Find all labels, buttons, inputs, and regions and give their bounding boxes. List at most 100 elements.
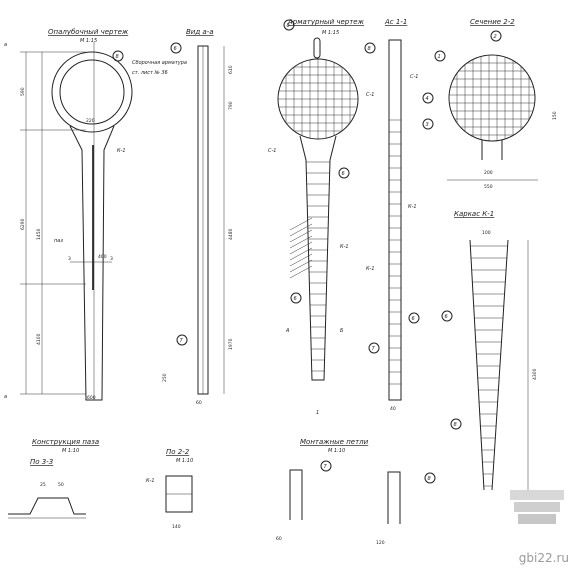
- head-ring-outer: [51, 51, 133, 133]
- node-dim-50: 50: [58, 482, 64, 488]
- hatch-line: [289, 259, 313, 273]
- view-aa: Вид а-а 6 7 610 790 4480 1970 250 60: [162, 28, 234, 406]
- dim-4100: 4100: [36, 333, 42, 345]
- section-11-profile: [388, 39, 402, 401]
- stem-ladder: [306, 161, 330, 372]
- section-22-circle: [448, 54, 536, 142]
- section-mark-3-right: 3: [110, 256, 113, 262]
- node-detail-title: Конструкция паза: [32, 438, 99, 446]
- view-22-frame-k1: К-1: [146, 478, 155, 484]
- callout-circle-s22-3: [422, 118, 434, 130]
- dim-6290: 6290: [20, 218, 26, 230]
- hatch-line: [289, 241, 313, 255]
- callout-circle-6-rc: [338, 167, 350, 179]
- node-detail-scale: М 1:10: [62, 448, 79, 454]
- dim-1450: 1450: [36, 228, 42, 240]
- section-1-1: Ас 1-1 С-1 С-1 К-1 К-1 8 6 7 40: [364, 18, 420, 412]
- frame-dim-100: 100: [482, 230, 491, 236]
- formwork-view: Опалубочный чертеж М 1:15 3 3 8 Сборочна…: [4, 28, 187, 401]
- callout-circle-8-rc: [283, 19, 295, 31]
- marker-a-top: а: [4, 42, 7, 48]
- callout-circle-frame-8: [450, 418, 462, 430]
- assembly-note-sub: ст. лист № 36: [132, 70, 168, 76]
- dim-790: 790: [228, 101, 234, 110]
- s22-callout-1: 1: [438, 54, 441, 60]
- s22-dim-150: 150: [552, 111, 558, 120]
- hatch-line: [289, 235, 313, 249]
- dim-590: 590: [20, 87, 26, 96]
- view-2-2: По 2-2 М 1:10 К-1 140: [146, 448, 193, 530]
- rc-frame-c1: С-1: [268, 148, 276, 154]
- cut-b: Б: [340, 328, 344, 334]
- hatch-line: [289, 265, 313, 279]
- dim-60: 60: [196, 400, 202, 406]
- callout-circle-loop-8: [424, 472, 436, 484]
- frame-k1-rungs: [470, 245, 508, 487]
- rc-callout-6b: 6: [294, 296, 297, 302]
- s22-dim-550: 550: [484, 184, 493, 190]
- callout-circle-8: [112, 50, 124, 62]
- s11-frame-k1b: К-1: [366, 266, 375, 272]
- loop-callout-8: 8: [428, 476, 431, 482]
- section-2-2: Сечение 2-2 2 1 4 3 550 200 150: [422, 18, 558, 190]
- section-22-title: Сечение 2-2: [470, 18, 515, 26]
- reinforcement-stem: [299, 135, 337, 381]
- watermark-text: gbi22.ru: [518, 551, 569, 565]
- callout-circle-s11-7: [368, 342, 380, 354]
- frame-k1-outline: [469, 239, 509, 491]
- formwork-title: Опалубочный чертеж: [48, 28, 129, 36]
- s11-dim-40: 40: [390, 406, 396, 412]
- frame-callout-6: 6: [445, 314, 448, 320]
- frame-label-k1: К-1: [117, 148, 126, 154]
- frame-dim-4300: 4300: [532, 368, 538, 380]
- s11-frame-c1: С-1: [410, 74, 418, 80]
- hatch-zone: [289, 217, 313, 279]
- mounting-loops-scale: М 1:10: [328, 448, 345, 454]
- callout-circle-s22-1: [434, 50, 446, 62]
- dim-220: 220: [86, 118, 95, 124]
- callout-circle-loop-7: [320, 460, 332, 472]
- watermark-logo: [510, 490, 564, 524]
- callout-circle-frame-6: [441, 310, 453, 322]
- paz-note: паз: [54, 238, 63, 244]
- s11-callout-8: 8: [368, 46, 371, 52]
- view-22-dim-140: 140: [172, 524, 181, 530]
- assembly-note: Сборочная арматура: [132, 60, 187, 66]
- rc-frame-k1: К-1: [340, 244, 349, 250]
- loop-dim-120: 120: [376, 540, 385, 546]
- hatch-line: [289, 253, 313, 267]
- hatch-line: [289, 223, 313, 237]
- loop-dim-60: 60: [276, 536, 282, 542]
- callout-circle-s11-8: [364, 42, 376, 54]
- callout-8: 8: [116, 54, 119, 60]
- marker-a-bottom: а: [4, 394, 7, 400]
- cut-a: А: [285, 328, 290, 334]
- s22-callout-2: 2: [494, 34, 497, 40]
- callout-circle-6: [170, 42, 182, 54]
- s22-callout-4: 4: [426, 96, 429, 102]
- formwork-scale: М 1:15: [80, 38, 97, 44]
- callout-circle-s11-6: [408, 312, 420, 324]
- node-dim-20: 25: [40, 482, 46, 488]
- head-ring-inner: [59, 59, 125, 125]
- dim-4480: 4480: [228, 228, 234, 240]
- loop-left: [289, 469, 303, 520]
- frame-k1-title: Каркас К-1: [454, 210, 494, 218]
- mounting-loops: Монтажные петли М 1:10 7 8 60 120: [276, 438, 436, 546]
- reinforcement-title: Арматурный чертеж: [287, 18, 365, 26]
- view-33-title: По 3-3: [30, 458, 53, 466]
- frame-callout-8: 8: [454, 422, 457, 428]
- callout-circle-7: [176, 334, 188, 346]
- frame-k1-view: Каркас К-1 4300 100 6 8: [441, 210, 538, 491]
- s11-frame-c1b: С-1: [366, 92, 374, 98]
- pole-stem-outline: [69, 125, 115, 401]
- reinforcement-view: Арматурный чертеж М 1:15 8 6 6 С-1 К-1 А…: [268, 18, 365, 416]
- s11-callout-6: 6: [412, 316, 415, 322]
- mounting-loops-title: Монтажные петли: [300, 438, 369, 446]
- rc-callout-8: 8: [287, 23, 290, 29]
- rc-callout-6: 6: [342, 171, 345, 177]
- section-mark-1: 1: [316, 410, 319, 416]
- section-11-ticks: [389, 119, 401, 385]
- loop-callout-7: 7: [324, 464, 328, 470]
